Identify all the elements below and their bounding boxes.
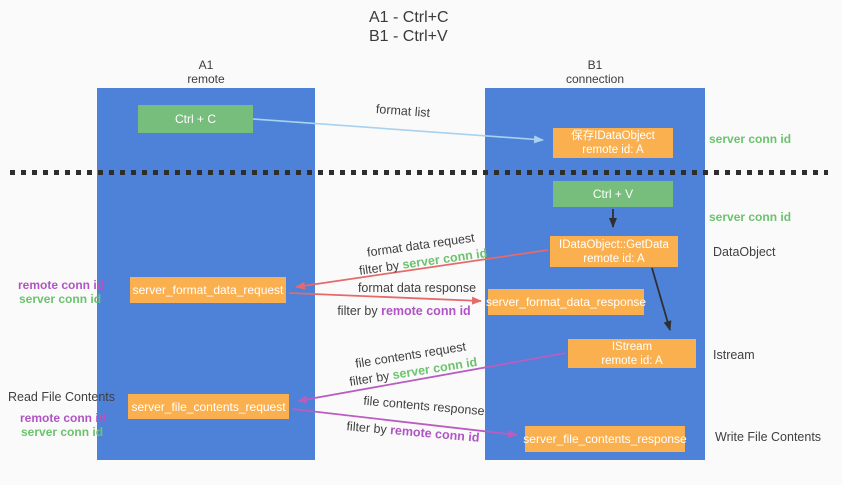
session-divider-line — [10, 170, 828, 175]
read-file-contents-annotation: Read File Contents — [8, 390, 116, 404]
server-format-data-request-box: server_format_data_request — [130, 277, 286, 303]
server-file-contents-request-box: server_file_contents_request — [128, 394, 289, 419]
ctrl-v-label: Ctrl + V — [592, 187, 634, 201]
server-conn-id-annotation-left-bottom: server conn id — [21, 425, 104, 439]
lane-b1-subtitle: connection — [565, 72, 625, 86]
dataobject-annotation: DataObject — [713, 245, 776, 259]
ctrl-c-box: Ctrl + C — [138, 105, 253, 133]
server-file-contents-response-box: server_file_contents_response — [523, 426, 687, 452]
server-file-contents-request-label: server_file_contents_request — [131, 399, 286, 414]
file-response-text: file contents response — [362, 393, 486, 419]
server-file-contents-response-label: server_file_contents_response — [523, 432, 687, 446]
istream-box: IStream remote id: A — [568, 339, 696, 368]
remote-conn-id-annotation-bottom: remote conn id — [20, 411, 107, 425]
lane-b1-name: B1 — [587, 58, 603, 72]
format-response-text: format data response — [357, 281, 477, 295]
save-dataobject-line1: 保存IDataObject — [571, 130, 655, 142]
title-line-b1: B1 - Ctrl+V — [369, 28, 448, 45]
format-response-filter: filter by remote conn id — [337, 304, 471, 318]
getdata-box: IDataObject::GetData remote id: A — [550, 236, 678, 267]
lane-b1-header: B1 connection — [485, 58, 705, 86]
lane-a1-header: A1 remote — [97, 58, 315, 86]
server-format-data-response-label: server_format_data_response — [485, 295, 647, 309]
ctrl-v-box: Ctrl + V — [553, 181, 673, 207]
istream-annotation: Istream — [713, 348, 755, 362]
server-conn-id-annotation-mid: server conn id — [709, 210, 792, 224]
format-request-arrow-label: format data request filter by server con… — [344, 227, 499, 282]
lane-a1-name: A1 — [198, 58, 214, 72]
title-line-a1: A1 - Ctrl+C — [369, 9, 449, 26]
write-file-contents-annotation: Write File Contents — [715, 430, 822, 444]
remote-conn-id-annotation-mid: remote conn id — [18, 278, 105, 292]
server-format-data-response-box: server_format_data_response — [485, 289, 647, 315]
file-response-filter-key: remote conn id — [389, 423, 481, 445]
file-request-arrow-label: file contents request filter by server c… — [334, 335, 489, 392]
format-response-filter-key: remote conn id — [381, 304, 471, 318]
istream-line1: IStream — [611, 340, 653, 353]
getdata-line2: remote id: A — [583, 252, 645, 265]
save-dataobject-box: 保存IDataObject remote id: A — [553, 128, 673, 158]
server-conn-id-annotation-left-mid: server conn id — [19, 292, 102, 306]
ctrl-c-label: Ctrl + C — [174, 112, 216, 126]
format-list-arrow-label: format list — [375, 101, 431, 121]
istream-line2: remote id: A — [601, 354, 663, 367]
diagram-title: A1 - Ctrl+C B1 - Ctrl+V — [369, 8, 449, 46]
file-response-filter: filter by remote conn id — [345, 419, 481, 445]
save-dataobject-line2: remote id: A — [582, 144, 644, 156]
lane-a1-subtitle: remote — [187, 72, 225, 86]
server-format-data-request-label: server_format_data_request — [132, 283, 284, 297]
server-conn-id-annotation-top: server conn id — [709, 132, 792, 146]
getdata-line1: IDataObject::GetData — [559, 238, 669, 251]
